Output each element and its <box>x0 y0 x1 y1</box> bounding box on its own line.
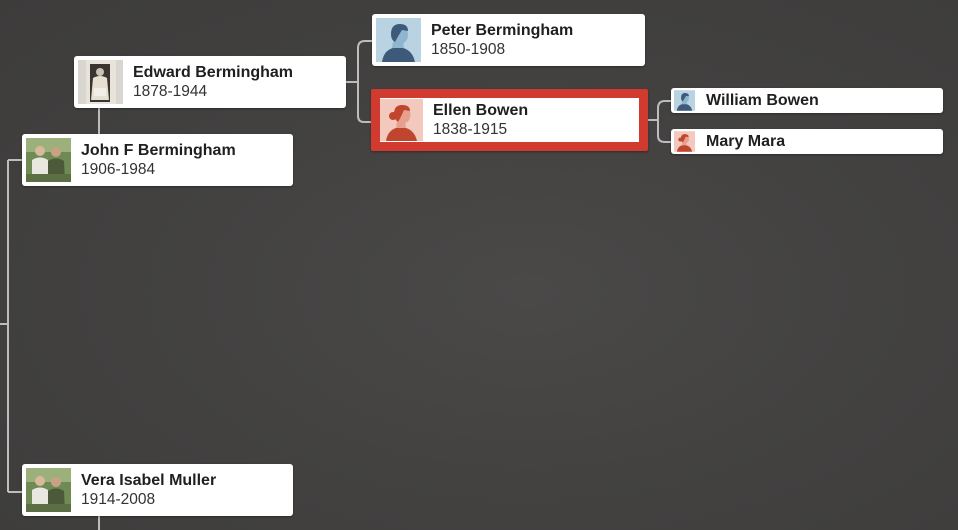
sepia-portrait-photo <box>78 60 123 104</box>
person-card-mary-mara[interactable]: Mary Mara <box>671 129 943 154</box>
person-dates: 1906-1984 <box>81 161 156 178</box>
person-card-ellen-bowen-selected[interactable]: Ellen Bowen 1838-1915 <box>371 89 648 151</box>
person-info: Mary Mara <box>706 132 785 151</box>
person-name: William Bowen <box>706 92 819 109</box>
person-name: John F Bermingham <box>81 142 236 159</box>
couple-photo <box>26 138 71 182</box>
person-info: John F Bermingham 1906-1984 <box>81 141 236 179</box>
connector-edward-to-parents <box>346 40 372 123</box>
connector-ellen-to-parents <box>648 100 671 143</box>
person-name: Mary Mara <box>706 133 786 150</box>
person-dates: 1850-1908 <box>431 41 506 58</box>
person-card-william-bowen[interactable]: William Bowen <box>671 88 943 113</box>
person-name: Peter Bermingham <box>431 22 574 39</box>
couple-photo <box>26 468 71 512</box>
person-card-vera-isabel-muller[interactable]: Vera Isabel Muller 1914-2008 <box>22 464 293 516</box>
person-info: Peter Bermingham 1850-1908 <box>431 21 573 59</box>
person-info: Edward Bermingham 1878-1944 <box>133 63 293 101</box>
male-silhouette-icon <box>376 18 421 62</box>
person-name: Ellen Bowen <box>433 102 529 119</box>
person-dates: 1878-1944 <box>133 83 208 100</box>
connector-root-to-parents <box>0 159 22 493</box>
person-card-edward-bermingham[interactable]: Edward Bermingham 1878-1944 <box>74 56 346 108</box>
male-silhouette-icon <box>674 90 695 111</box>
female-silhouette-icon <box>380 99 423 141</box>
person-name: Edward Bermingham <box>133 64 294 81</box>
person-dates: 1914-2008 <box>81 491 156 508</box>
person-info: Ellen Bowen 1838-1915 <box>433 101 528 139</box>
person-dates: 1838-1915 <box>433 121 508 138</box>
person-info: William Bowen <box>706 91 819 110</box>
person-card-john-f-bermingham[interactable]: John F Bermingham 1906-1984 <box>22 134 293 186</box>
person-info: Vera Isabel Muller 1914-2008 <box>81 471 216 509</box>
person-card-peter-bermingham[interactable]: Peter Bermingham 1850-1908 <box>372 14 645 66</box>
person-name: Vera Isabel Muller <box>81 472 217 489</box>
female-silhouette-icon <box>674 131 695 152</box>
